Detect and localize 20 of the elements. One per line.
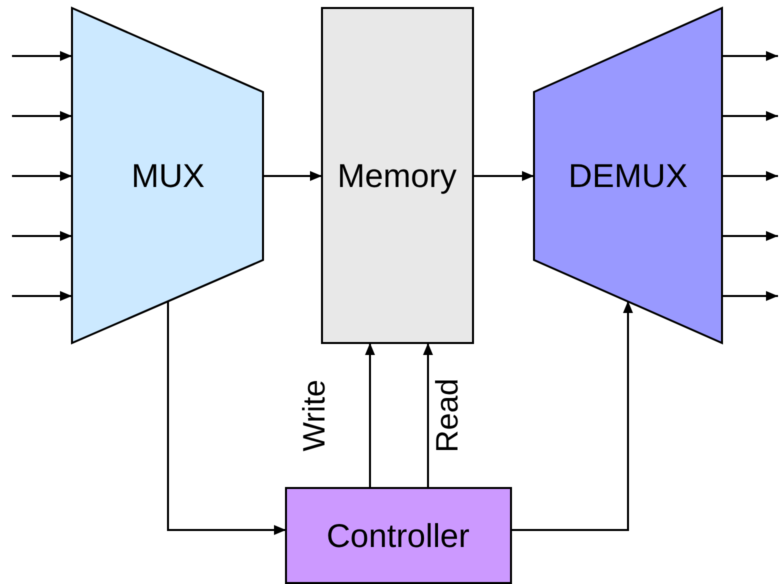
arrow [473, 171, 534, 181]
arrow [722, 231, 778, 241]
arrow [722, 111, 778, 121]
node-label: MUX [131, 157, 205, 195]
arrow [167, 301, 286, 535]
node-label: Controller [326, 517, 470, 555]
node-label: DEMUX [568, 157, 688, 195]
arrow [12, 171, 72, 181]
arrow [12, 51, 72, 61]
arrow [423, 343, 433, 488]
arrow [722, 171, 778, 181]
arrow [722, 291, 778, 301]
node-label: Memory [337, 157, 457, 195]
arrow [12, 231, 72, 241]
arrow [12, 291, 72, 301]
arrow [263, 171, 322, 181]
arrow [511, 301, 633, 531]
arrow [722, 51, 778, 61]
arrow [365, 343, 375, 488]
arrow [12, 111, 72, 121]
